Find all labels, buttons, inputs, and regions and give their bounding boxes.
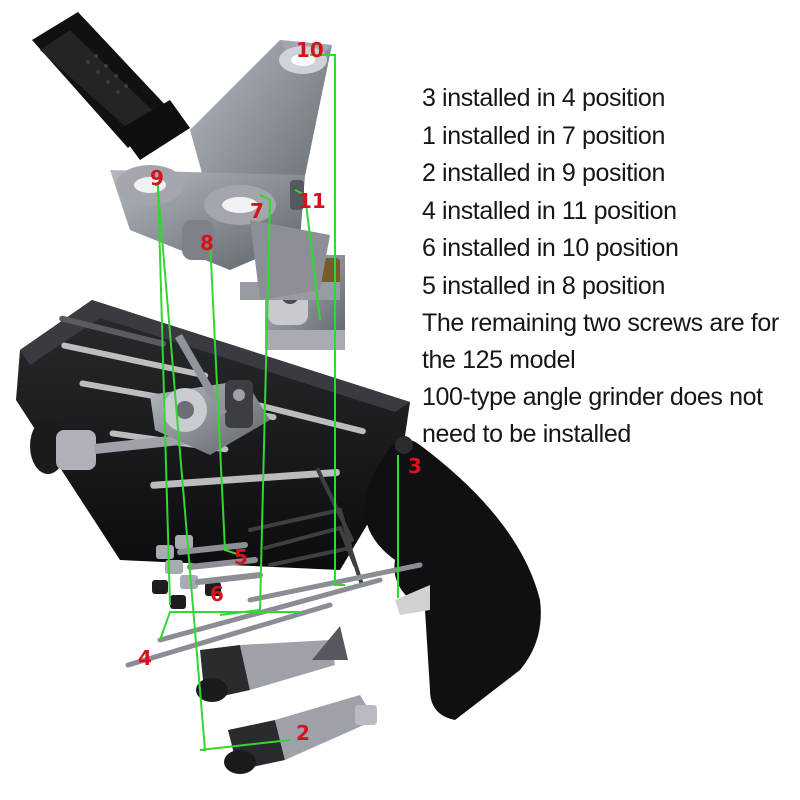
part-label-4: 4: [138, 646, 152, 670]
part-label-10: 10: [296, 38, 324, 62]
instruction-line: 4 installed in 11 position: [422, 196, 677, 225]
installation-instructions: 3 installed in 4 position 1 installed in…: [422, 80, 792, 453]
part-label-2: 2: [296, 721, 310, 745]
part-label-8: 8: [200, 231, 214, 255]
part-label-7: 7: [250, 199, 264, 223]
part-label-6: 6: [210, 582, 224, 606]
part-label-5: 5: [234, 545, 248, 569]
instruction-note-100-type: 100-type angle grinder does not need to …: [422, 383, 763, 448]
part-label-11: 11: [298, 189, 326, 213]
hex-keys: [248, 468, 364, 587]
part-label-9: 9: [150, 166, 164, 190]
instruction-line: 2 installed in 9 position: [422, 159, 665, 187]
instruction-line: 3 installed in 4 position: [422, 84, 665, 112]
angle-bracket: [110, 40, 332, 300]
side-handle: [32, 12, 190, 160]
instruction-note-125-model: The remaining two screws are for the 125…: [422, 309, 779, 374]
instruction-line: 5 installed in 8 position: [422, 271, 665, 300]
instruction-line: 6 installed in 10 position: [422, 234, 679, 262]
instruction-line: 1 installed in 7 position: [422, 121, 665, 150]
blade-mounts: [196, 626, 377, 774]
blade-guard: [364, 436, 541, 720]
slide-clamp: [150, 334, 270, 455]
part-label-3: 3: [408, 454, 422, 478]
clamp-knob: [30, 418, 195, 474]
guide-lines: [155, 54, 399, 751]
